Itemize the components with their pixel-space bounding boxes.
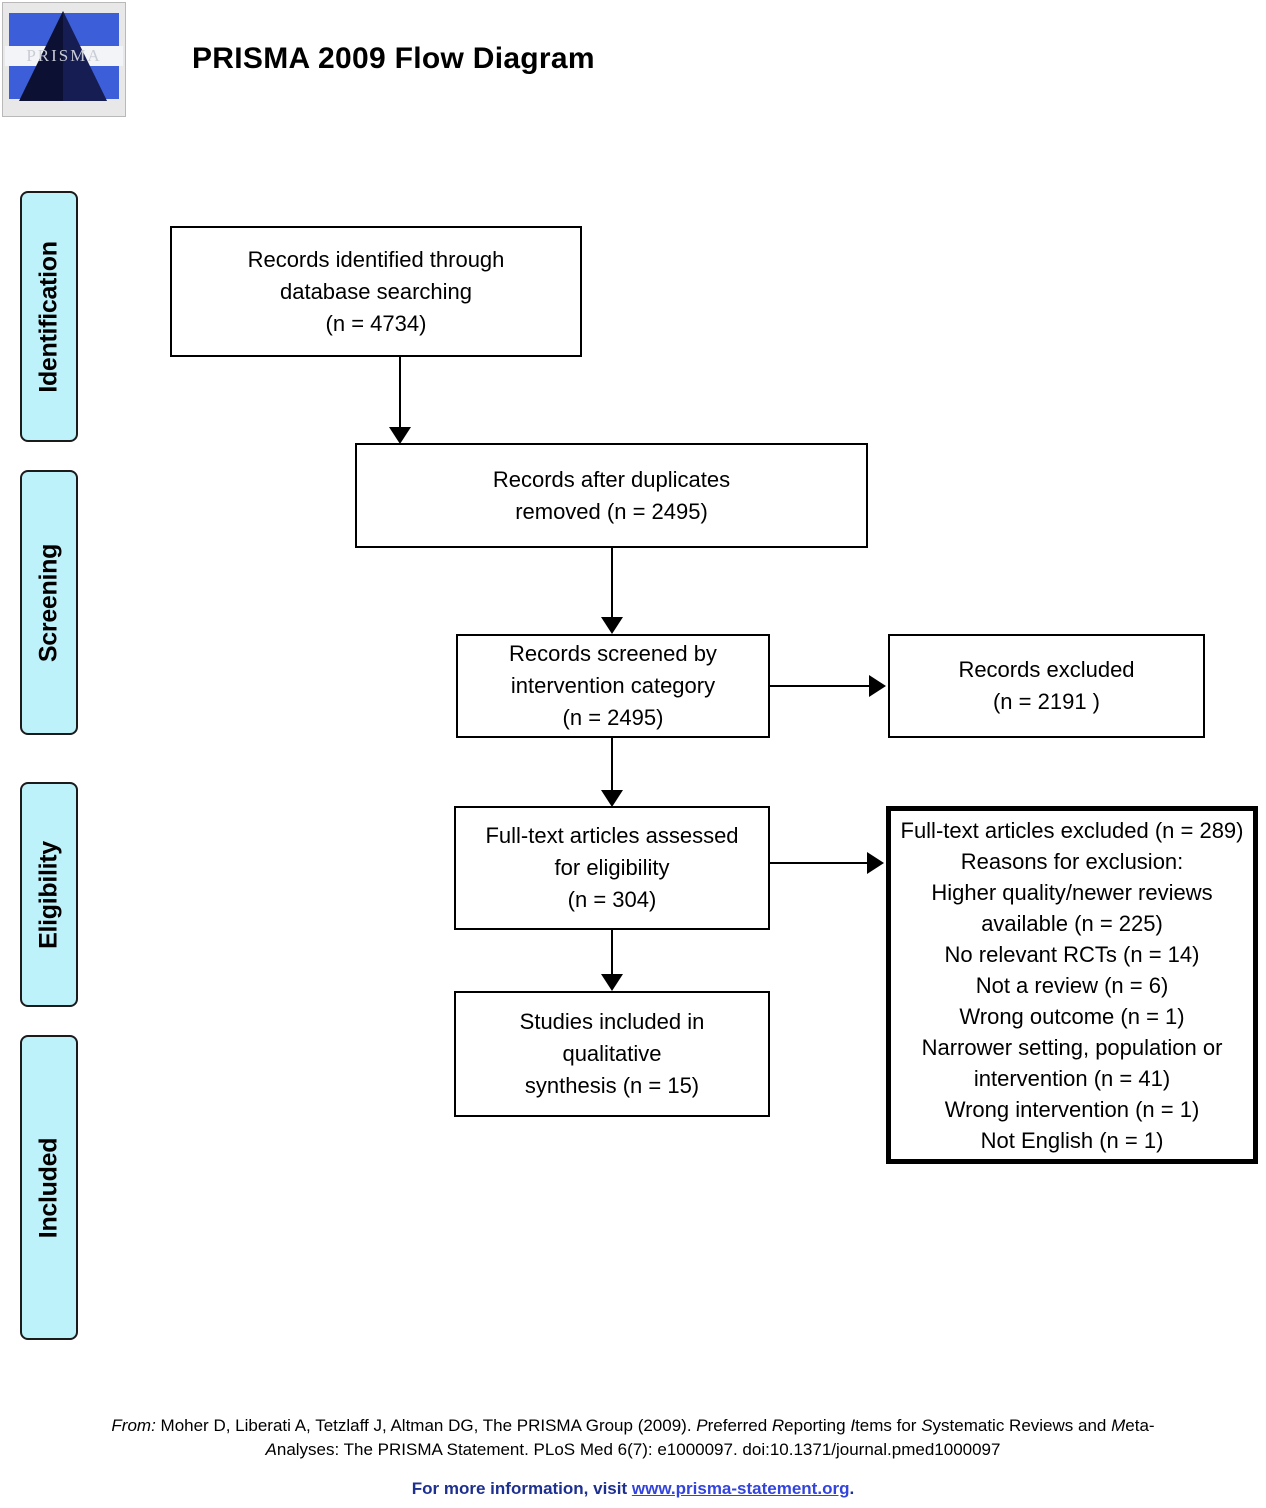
stage-included-label: Included <box>34 1137 63 1238</box>
arrow-fulltext-to-included <box>601 974 623 991</box>
prisma-logo: PRISMA <box>2 2 126 117</box>
connector-duplicates-to-screened <box>611 548 613 620</box>
citation-authors: Moher D, Liberati A, Tetzlaff J, Altman … <box>155 1416 697 1435</box>
citation-line-two: nalyses: The PRISMA Statement. PLoS Med … <box>276 1440 1001 1459</box>
citation-italic-s: S <box>921 1416 933 1435</box>
citation-italic-i: I <box>850 1416 856 1435</box>
line: synthesis (n = 15) <box>524 1073 700 1098</box>
box-fulltext-excluded: Full-text articles excluded (n = 289) Re… <box>886 806 1258 1164</box>
prisma-statement-link[interactable]: www.prisma-statement.org <box>631 1479 850 1498</box>
box-records-after-duplicates: Records after duplicates removed (n = 24… <box>355 443 868 548</box>
line: Narrower setting, population or <box>921 1034 1223 1060</box>
citation-text-referred: referred <box>707 1416 772 1435</box>
logo-wordmark: PRISMA <box>26 46 102 65</box>
line: Studies included in <box>519 1009 705 1034</box>
stage-screening-label: Screening <box>34 543 63 662</box>
page-title: PRISMA 2009 Flow Diagram <box>192 42 595 75</box>
line: intervention category <box>510 673 716 698</box>
box-records-excluded: Records excluded (n = 2191 ) <box>888 634 1205 738</box>
box-records-identified: Records identified through database sear… <box>170 226 582 357</box>
line: No relevant RCTs (n = 14) <box>944 941 1200 967</box>
citation-from-label: From: <box>111 1416 156 1435</box>
line: Records identified through <box>247 246 505 272</box>
line: (n = 2191 ) <box>992 689 1100 714</box>
box-fulltext-excluded-text: Full-text articles excluded (n = 289) Re… <box>891 815 1253 1156</box>
citation-italic-r: R <box>771 1416 785 1435</box>
line: for eligibility <box>554 855 670 880</box>
line: Records excluded <box>958 657 1135 682</box>
connector-identified-to-duplicates <box>399 357 401 431</box>
line: qualitative <box>562 1041 662 1066</box>
arrow-screened-to-excluded <box>869 675 886 697</box>
box-records-excluded-text: Records excluded (n = 2191 ) <box>890 654 1203 718</box>
arrow-screened-to-fulltext <box>601 790 623 807</box>
box-records-after-duplicates-text: Records after duplicates removed (n = 24… <box>357 464 866 528</box>
citation-text-eta: eta- <box>1125 1416 1155 1435</box>
stage-identification: Identification <box>20 191 78 442</box>
arrow-fulltext-to-exclusions <box>867 852 884 874</box>
citation-italic-a: A <box>265 1440 277 1459</box>
line: Wrong intervention (n = 1) <box>944 1096 1200 1122</box>
citation-text-eporting: eporting <box>784 1416 851 1435</box>
connector-screened-to-excluded <box>770 685 871 687</box>
line: (n = 2495) <box>562 705 664 730</box>
box-fulltext-assessed-text: Full-text articles assessed for eligibil… <box>456 820 768 916</box>
connector-fulltext-to-exclusions <box>770 862 869 864</box>
line: Full-text articles assessed <box>485 823 739 848</box>
connector-fulltext-to-included <box>611 930 613 977</box>
more-information-prefix: For more information, visit <box>411 1479 632 1498</box>
line: Records after duplicates <box>492 466 731 492</box>
box-studies-included-qualitative: Studies included in qualitative synthesi… <box>454 991 770 1117</box>
citation-text-tems: tems for <box>855 1416 922 1435</box>
line: database searching <box>279 278 473 304</box>
logo-pyramid-shade-icon <box>63 11 107 101</box>
line: removed (n = 2495) <box>515 498 708 524</box>
citation-italic-p: P <box>696 1416 708 1435</box>
line: (n = 304) <box>567 887 657 912</box>
stage-screening: Screening <box>20 470 78 735</box>
stage-eligibility: Eligibility <box>20 782 78 1007</box>
stage-identification-label: Identification <box>34 240 63 393</box>
stage-eligibility-label: Eligibility <box>34 840 63 949</box>
box-records-screened: Records screened by intervention categor… <box>456 634 770 738</box>
box-fulltext-assessed: Full-text articles assessed for eligibil… <box>454 806 770 930</box>
box-records-identified-text: Records identified through database sear… <box>172 244 580 340</box>
line: (n = 4734) <box>325 310 427 336</box>
box-studies-included-qualitative-text: Studies included in qualitative synthesi… <box>456 1006 768 1102</box>
citation-text-ystematic: ystematic Reviews and <box>932 1416 1112 1435</box>
line: Records screened by <box>509 641 717 666</box>
more-information-line: For more information, visit www.prisma-s… <box>0 1479 1266 1499</box>
line: Not English (n = 1) <box>980 1127 1164 1153</box>
citation-italic-m: M <box>1111 1416 1126 1435</box>
line: available (n = 225) <box>981 910 1163 936</box>
line: Full-text articles excluded (n = 289) <box>900 817 1244 843</box>
box-records-screened-text: Records screened by intervention categor… <box>458 638 768 734</box>
stage-included: Included <box>20 1035 78 1340</box>
line: intervention (n = 41) <box>973 1065 1171 1091</box>
line: Reasons for exclusion: <box>960 848 1184 874</box>
line: Higher quality/newer reviews <box>931 879 1213 905</box>
citation-block: From: Moher D, Liberati A, Tetzlaff J, A… <box>24 1414 1242 1462</box>
more-information-suffix: . <box>849 1479 855 1498</box>
line: Not a review (n = 6) <box>975 972 1169 998</box>
connector-screened-to-fulltext <box>611 738 613 800</box>
line: Wrong outcome (n = 1) <box>959 1003 1185 1029</box>
arrow-identified-to-duplicates <box>389 427 411 444</box>
arrow-duplicates-to-screened <box>601 617 623 634</box>
